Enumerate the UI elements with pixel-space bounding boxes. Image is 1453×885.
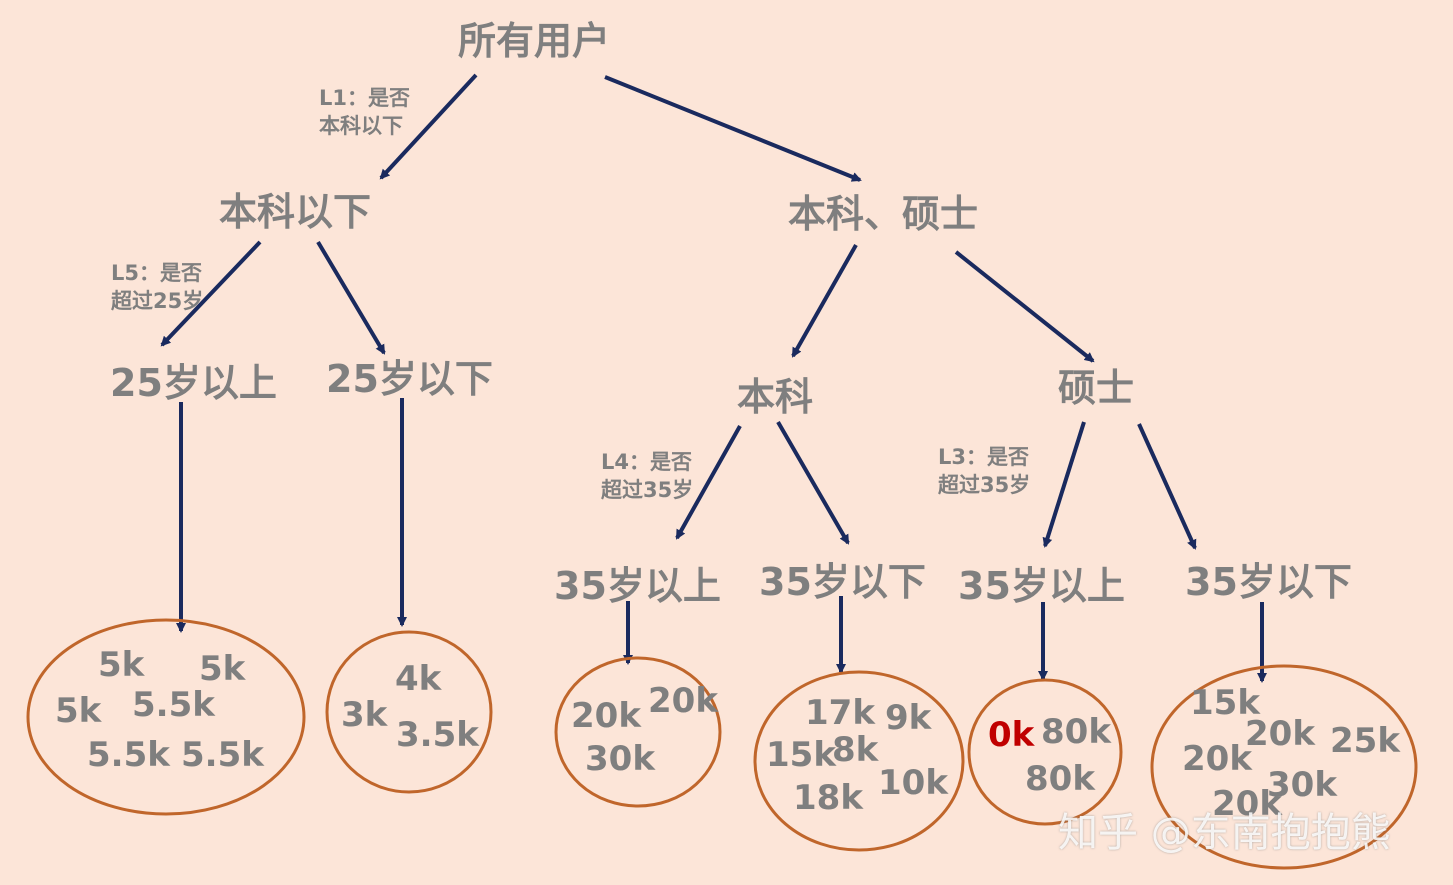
leaf-ellipse-g6 (1150, 664, 1418, 870)
leaf-value: 3k (341, 695, 388, 735)
node-master: 硕士 (1058, 366, 1135, 410)
leaf-ellipse-g1 (26, 618, 306, 816)
node-master-under35: 35岁以下 (1185, 560, 1352, 604)
leaf-value: 8k (832, 730, 879, 770)
leaf-value: 15k (766, 735, 836, 775)
leaf-value: 25k (1330, 721, 1400, 761)
edge-bachelor-over35 (675, 425, 742, 540)
leaf-value: 10k (878, 763, 948, 803)
leaf-value: 5.5k (87, 735, 170, 775)
edge-master-over35 (1042, 421, 1086, 548)
question-l5: L5：是否 超过25岁 (111, 261, 204, 313)
node-master-over35: 35岁以上 (958, 564, 1125, 608)
watermark: 知乎 @东南抱抱熊 (1058, 810, 1391, 856)
leaf-value: 20k (1245, 714, 1315, 754)
leaf-value: 17k (805, 693, 875, 733)
edge-master-under35 (1137, 423, 1197, 550)
leaf-value: 9k (885, 698, 932, 738)
edge-bachelor-under35 (776, 420, 850, 545)
leaf-value: 5.5k (132, 685, 215, 725)
node-bachelor: 本科 (737, 375, 814, 419)
leaf-value: 15k (1190, 683, 1260, 723)
leaf-ellipse-g3 (554, 656, 722, 808)
node-bachelor-under35: 35岁以下 (759, 560, 926, 604)
leaf-value: 5k (98, 645, 145, 685)
edge-below-under25 (316, 240, 386, 355)
leaf-value: 20k (1212, 784, 1282, 824)
node-over25: 25岁以上 (110, 361, 277, 405)
leaf-ellipse-g2 (325, 630, 493, 794)
edge-root-below-bachelor (379, 73, 478, 180)
leaf-value: 5k (199, 649, 246, 689)
leaf-value: 80k (1041, 712, 1111, 752)
leaf-ellipse-g5 (967, 678, 1123, 826)
leaf-value-highlight: 0k (988, 715, 1035, 755)
question-l4: L4：是否 超过35岁 (601, 450, 694, 502)
edge-bm-bachelor (791, 244, 858, 358)
node-root: 所有用户 (458, 19, 611, 63)
node-under25: 25岁以下 (326, 357, 493, 401)
leaf-value: 20k (1182, 739, 1252, 779)
leaf-value: 5.5k (181, 735, 264, 775)
edge-root-bachelor-master (604, 75, 862, 182)
leaf-value: 20k (571, 696, 641, 736)
leaf-ellipse-g4 (753, 670, 965, 852)
leaf-value: 18k (793, 778, 863, 818)
edge-below-over25 (160, 240, 262, 347)
leaf-value: 4k (395, 659, 442, 699)
question-l3: L3：是否 超过35岁 (938, 445, 1031, 497)
leaf-value: 20k (648, 681, 718, 721)
node-bachelor-master: 本科、硕士 (788, 192, 979, 236)
edge-bm-master (954, 250, 1095, 363)
node-below-bachelor: 本科以下 (219, 190, 372, 234)
leaf-value: 30k (585, 739, 655, 779)
node-bachelor-over35: 35岁以上 (554, 564, 721, 608)
leaf-value: 80k (1025, 759, 1095, 799)
leaf-value: 30k (1267, 765, 1337, 805)
question-l1: L1：是否 本科以下 (319, 86, 410, 138)
leaf-value: 3.5k (396, 715, 479, 755)
leaf-value: 5k (55, 691, 102, 731)
